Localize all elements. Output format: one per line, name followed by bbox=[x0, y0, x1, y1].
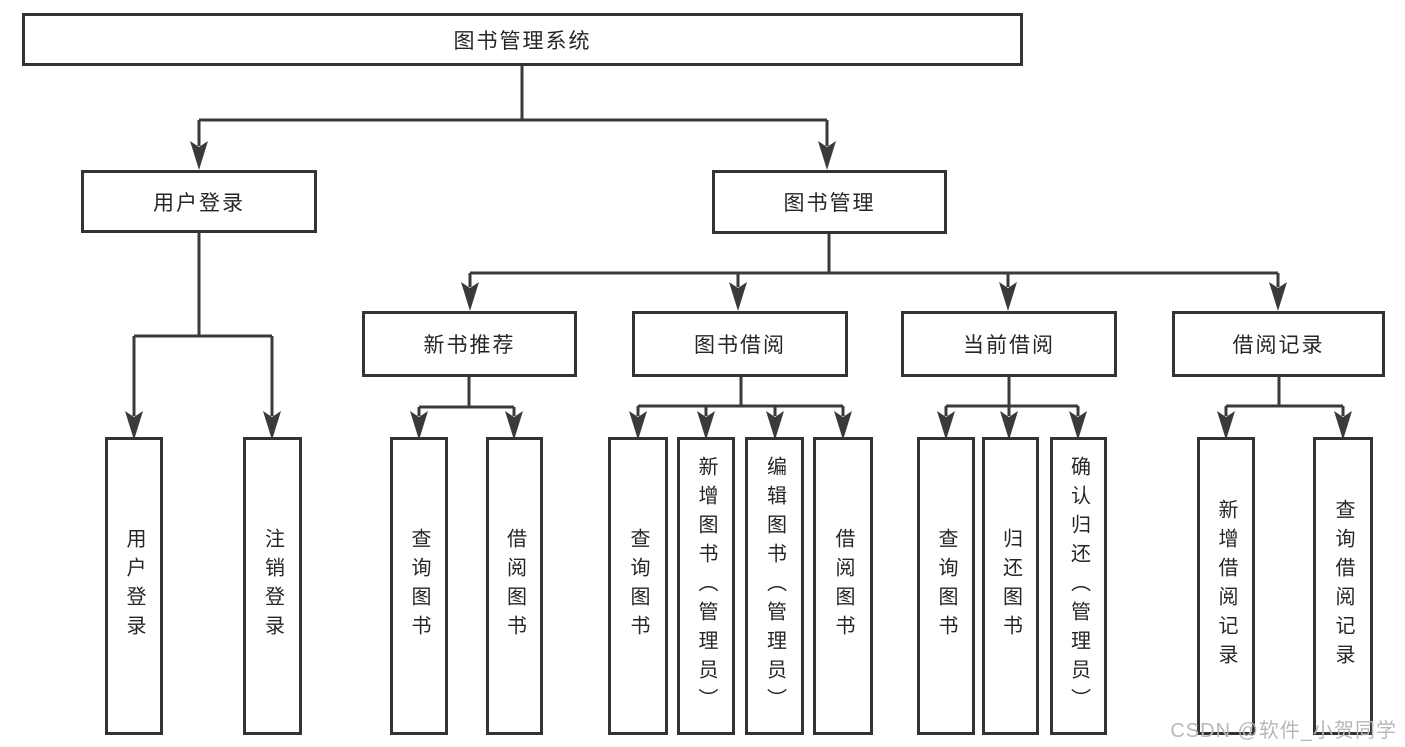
leaf-query-borrow-record: 查询借阅记录 bbox=[1313, 437, 1373, 735]
leaf-query-book-recommend: 查询图书 bbox=[390, 437, 448, 735]
leaf-return-book: 归还图书 bbox=[982, 437, 1039, 735]
leaf-add-book-admin: 新增图书（管理员） bbox=[677, 437, 735, 735]
node-current-borrow: 当前借阅 bbox=[901, 311, 1117, 377]
leaf-edit-book-admin: 编辑图书（管理员） bbox=[745, 437, 804, 735]
leaf-query-book-borrow: 查询图书 bbox=[608, 437, 668, 735]
leaf-user-login: 用户登录 bbox=[105, 437, 163, 735]
leaf-confirm-return-admin: 确认归还（管理员） bbox=[1050, 437, 1107, 735]
node-new-book-recommend: 新书推荐 bbox=[362, 311, 577, 377]
node-book-borrow: 图书借阅 bbox=[632, 311, 848, 377]
node-borrow-record: 借阅记录 bbox=[1172, 311, 1385, 377]
leaf-borrow-book-recommend: 借阅图书 bbox=[486, 437, 543, 735]
leaf-borrow-book: 借阅图书 bbox=[813, 437, 873, 735]
arrowheads bbox=[125, 141, 1352, 440]
leaf-logout: 注销登录 bbox=[243, 437, 302, 735]
node-book-management: 图书管理 bbox=[712, 170, 947, 234]
leaf-add-borrow-record: 新增借阅记录 bbox=[1197, 437, 1255, 735]
csdn-watermark: CSDN @软件_小贺同学 bbox=[1170, 720, 1397, 742]
node-user-login: 用户登录 bbox=[81, 170, 317, 233]
leaf-query-book-current: 查询图书 bbox=[917, 437, 975, 735]
node-library-management-system: 图书管理系统 bbox=[22, 13, 1023, 66]
